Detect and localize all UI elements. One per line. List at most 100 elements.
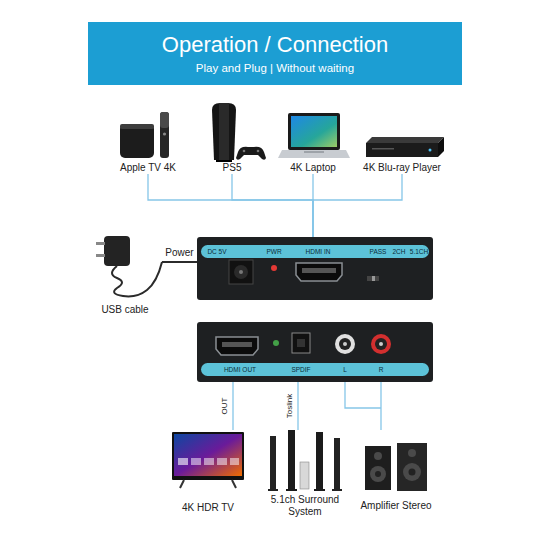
rear-panel-body xyxy=(197,322,433,382)
apple-tv-icon xyxy=(120,112,169,158)
laptop: 4K Laptop xyxy=(273,100,353,174)
tv-icon-part xyxy=(172,432,244,480)
surround-system: 5.1ch Surround System xyxy=(265,430,345,518)
apple-tv-icon-part xyxy=(160,112,169,158)
port-label: HDMI IN xyxy=(306,248,331,256)
bluray-player: 4K Blu-ray Player xyxy=(347,100,457,174)
signal-line xyxy=(232,382,233,430)
ps5-icon-part xyxy=(212,103,236,160)
ps5-icon-part xyxy=(236,147,266,160)
connection-label: OUT xyxy=(220,398,230,415)
port-label: 2CH xyxy=(392,248,405,256)
surround-speakers-icon-part xyxy=(332,489,342,491)
port-label: DC 5V xyxy=(207,248,226,256)
power-adapter-icon-part xyxy=(96,254,105,257)
rear-panel-body-part xyxy=(379,342,383,346)
surround-speakers-icon-part xyxy=(286,489,297,491)
power-adapter-icon xyxy=(96,236,162,296)
power-adapter-icon-part xyxy=(96,242,105,245)
stereo-speakers-icon-part xyxy=(370,466,386,482)
port-label: PASS xyxy=(370,248,387,256)
converter-front-panel: DC 5V PWR HDMI IN PASS 2CH 5.1CH xyxy=(197,237,433,300)
device-label: 4K Blu-ray Player xyxy=(347,162,457,174)
tv-icon-part xyxy=(180,480,236,488)
connection-label: Power xyxy=(165,247,193,259)
game-console: PS5 xyxy=(200,100,264,174)
laptop-icon-part xyxy=(278,150,350,158)
stereo-speakers-icon-part xyxy=(409,469,416,476)
port-label: 5.1CH xyxy=(410,248,428,256)
signal-line xyxy=(297,382,298,430)
device-label: 4K Laptop xyxy=(273,162,353,174)
stereo-speakers-icon-part xyxy=(397,443,427,491)
laptop-icon xyxy=(278,113,350,158)
signal-line xyxy=(162,261,197,263)
surround-speakers-icon-part xyxy=(316,432,323,490)
rear-panel-body-part xyxy=(343,342,347,346)
stereo-speakers-icon-part xyxy=(365,446,391,490)
surround-speakers-icon-part xyxy=(270,436,276,490)
laptop-icon-part xyxy=(288,113,340,150)
front-panel-body-part xyxy=(367,276,379,281)
front-panel-body-part xyxy=(302,268,336,273)
front-panel-body-part xyxy=(239,270,243,274)
bluray-player-icon-part xyxy=(372,148,394,150)
port-label: R xyxy=(379,366,384,374)
tv-icon-part xyxy=(174,434,242,476)
device-label: 5.1ch Surround System xyxy=(265,494,345,518)
rear-panel-body-part xyxy=(222,342,252,347)
front-panel-body-part xyxy=(229,260,253,284)
rear-panel-body-part xyxy=(339,338,351,350)
apple-tv-icon-part xyxy=(163,132,166,135)
rear-panel-body-part xyxy=(292,333,310,353)
bluray-player-icon-part xyxy=(366,137,444,143)
rear-panel-body-part xyxy=(375,338,387,350)
apple-tv-icon-part xyxy=(120,124,154,158)
device-label: Apple TV 4K xyxy=(108,162,188,174)
rear-panel-body-part xyxy=(216,337,258,355)
rear-panel-body-part xyxy=(201,363,429,376)
device-label: 4K HDR TV xyxy=(168,502,248,514)
diagram-title: Operation / Connection xyxy=(162,32,388,58)
device-label: Amplifier Stereo xyxy=(351,500,441,512)
connection-label: Toslink xyxy=(285,394,295,418)
port-label: HDMI OUT xyxy=(224,366,256,374)
front-panel-body-part xyxy=(271,265,277,271)
ps5-icon-part xyxy=(257,150,260,153)
tv-icon xyxy=(172,432,244,488)
apple-tv-icon-part xyxy=(120,124,154,129)
tv-icon-part xyxy=(191,458,201,465)
bluray-player-icon-part xyxy=(429,149,432,152)
rear-panel-body-part xyxy=(197,322,433,382)
tv-icon-part xyxy=(230,458,239,465)
ps5-icon-part xyxy=(216,160,232,162)
laptop-icon-part xyxy=(304,151,324,153)
bluray-player-icon-part xyxy=(438,137,444,157)
tv-icon-part xyxy=(178,458,188,465)
stereo-speakers-icon xyxy=(365,443,427,491)
media-player: Apple TV 4K xyxy=(108,100,188,174)
apple-tv-icon-part xyxy=(160,112,169,128)
converter-rear-panel: HDMI OUTSPDIFLR xyxy=(197,322,433,382)
ps5-icon-part xyxy=(219,103,229,160)
front-panel-body-part xyxy=(197,237,433,300)
signal-line xyxy=(313,174,402,237)
power-adapter-icon-part xyxy=(104,236,130,266)
front-panel-body-part xyxy=(296,263,342,281)
front-panel-body-part xyxy=(234,265,248,279)
title-banner: Operation / ConnectionPlay and Plug | Wi… xyxy=(88,22,462,85)
ps5-icon xyxy=(212,103,266,162)
stereo-speakers-icon-part xyxy=(408,449,416,457)
bluray-player-icon-part xyxy=(366,143,438,157)
port-label: PWR xyxy=(266,248,281,256)
stereo-speakers-icon-part xyxy=(375,471,381,477)
signal-line xyxy=(232,174,313,237)
rear-panel-body-part xyxy=(273,340,279,346)
laptop-icon-part xyxy=(291,116,337,147)
surround-speakers-icon-part xyxy=(300,462,309,489)
diagram-caption: Play and Plug | Without waiting xyxy=(196,61,354,76)
surround-speakers-icon-part xyxy=(334,438,340,490)
rear-panel-body-part xyxy=(335,334,355,354)
surround-speakers-icon xyxy=(268,430,342,491)
